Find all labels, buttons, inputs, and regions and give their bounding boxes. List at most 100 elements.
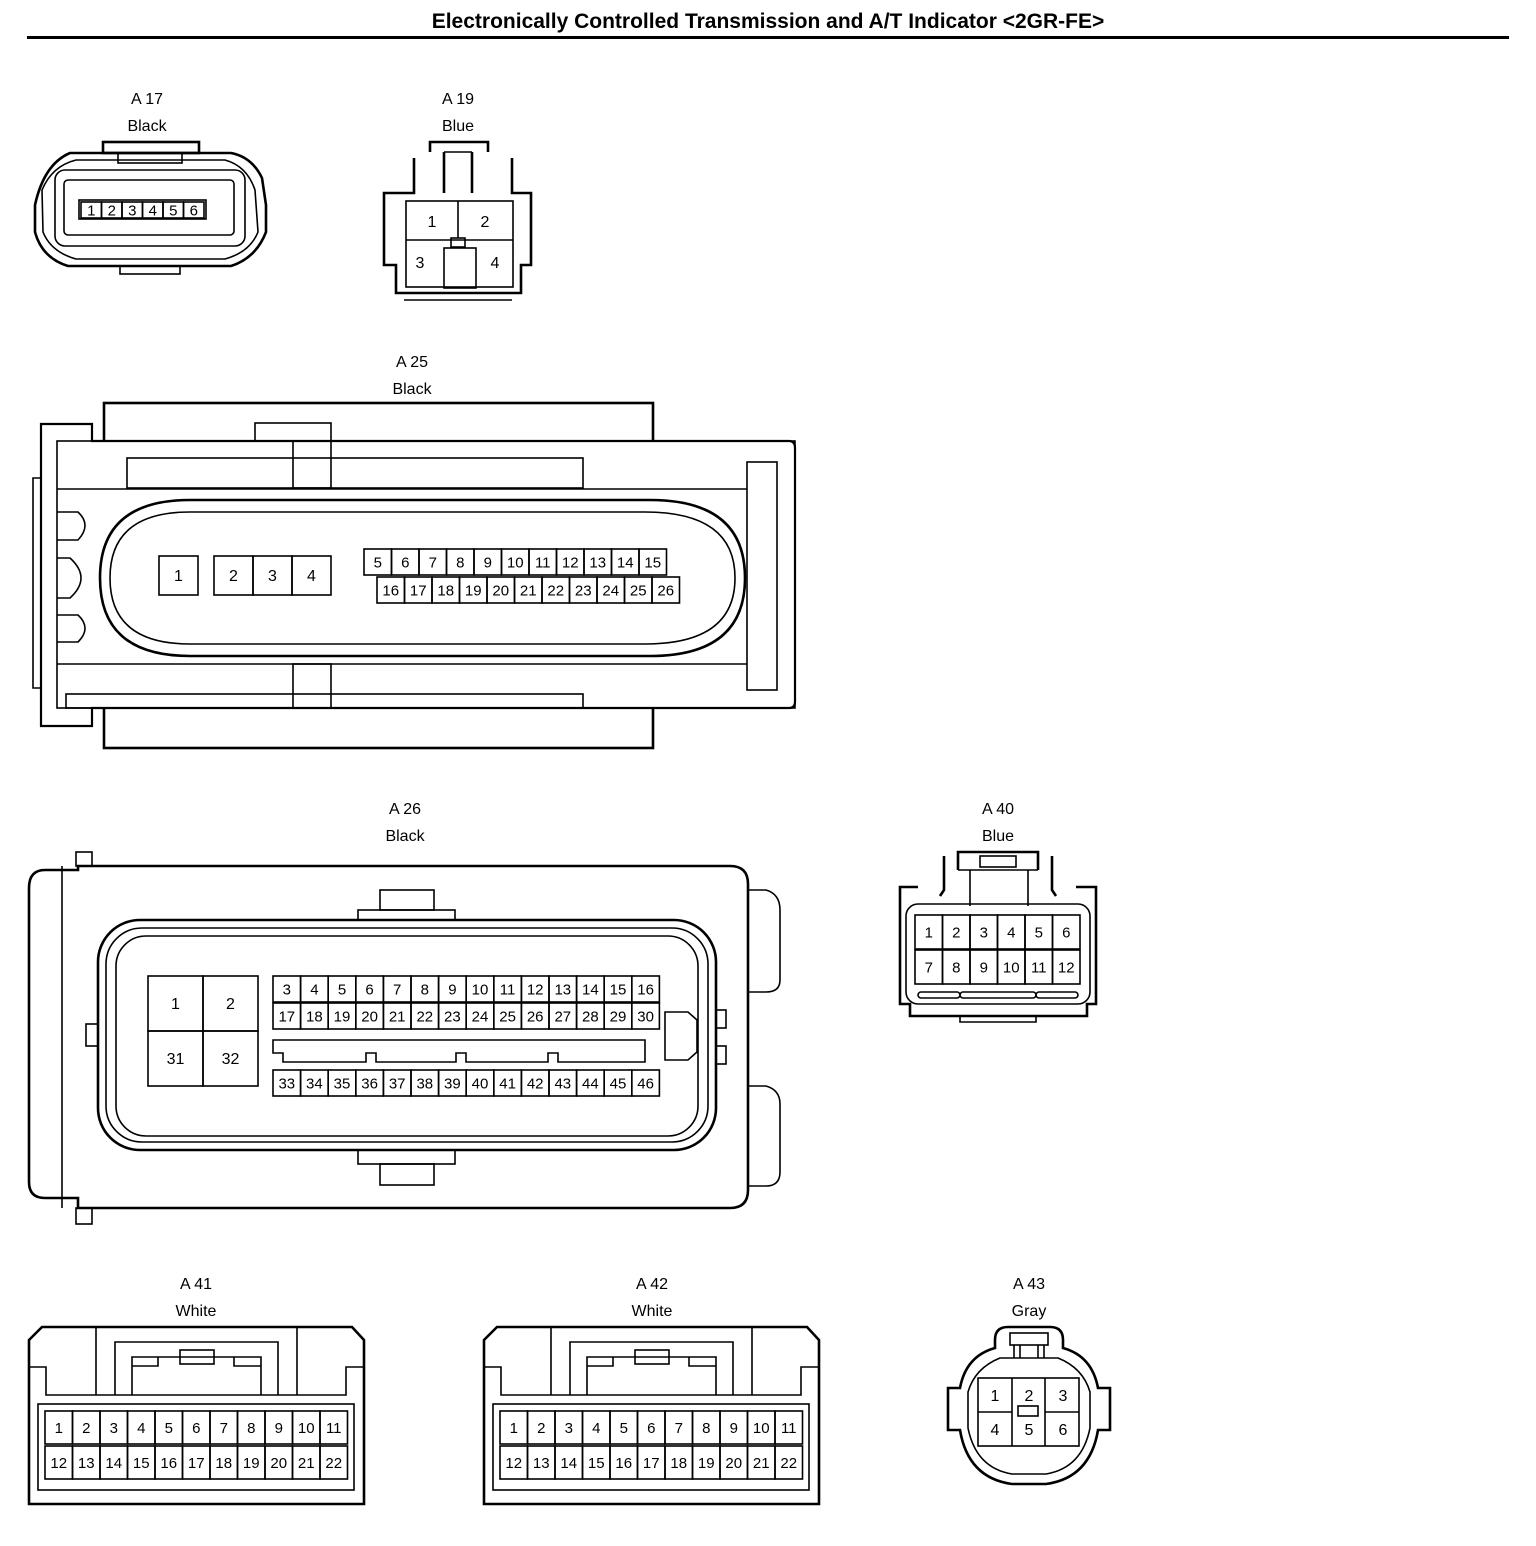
pin-a26-38: 38	[416, 1076, 433, 1093]
pin-a41-15: 15	[133, 1455, 150, 1472]
connector-a26-right-tab-2	[715, 1045, 727, 1065]
pin-a42-19: 19	[698, 1455, 715, 1472]
connector-a43: A 43 Gray 1 2 3 4 5 6	[946, 1276, 1112, 1486]
pin-a25-16: 16	[382, 583, 399, 600]
pin-a25-6: 6	[401, 555, 409, 572]
pin-a25-8: 8	[456, 555, 464, 572]
pin-cell-a17-6	[182, 201, 205, 219]
pin-a42-4: 4	[592, 1420, 600, 1437]
pin-a41-10: 10	[298, 1420, 315, 1437]
pin-cell-a26-16	[630, 975, 661, 1003]
pin-a42-9: 9	[730, 1420, 738, 1437]
pin-cell-a42-22	[774, 1445, 804, 1480]
pin-a42-13: 13	[533, 1455, 550, 1472]
pin-cell-a26-32	[202, 1030, 259, 1087]
pin-a42-3: 3	[565, 1420, 573, 1437]
connector-a25-rail-top	[126, 457, 584, 489]
pin-a26-9: 9	[448, 982, 456, 999]
pin-a25-7: 7	[429, 555, 437, 572]
pin-a26-45: 45	[610, 1076, 627, 1093]
connector-a42-latch	[569, 1341, 734, 1395]
pin-a41-19: 19	[243, 1455, 260, 1472]
connector-a26-pin-area	[96, 918, 718, 1152]
pin-a40-1: 1	[925, 925, 933, 942]
connector-a26-bottom-lock-base	[357, 1149, 456, 1165]
connector-a25-pin-oval-inner	[109, 511, 736, 645]
pin-a41-16: 16	[160, 1455, 177, 1472]
pin-a43-1: 1	[991, 1388, 1000, 1405]
pin-a26-43: 43	[554, 1076, 571, 1093]
pin-a26-14: 14	[582, 982, 599, 999]
pin-a43-5: 5	[1025, 1422, 1034, 1439]
connector-a19-id: A 19	[442, 91, 474, 108]
connector-a40-color: Blue	[982, 828, 1014, 845]
pin-cell-a25-1	[158, 555, 199, 596]
title-rule	[27, 36, 1509, 39]
pin-a26-23: 23	[444, 1009, 461, 1026]
pin-a41-2: 2	[82, 1420, 90, 1437]
connector-a26-pin-area-mid	[105, 927, 709, 1143]
connector-a26-color: Black	[385, 828, 425, 845]
connector-a42-housing	[482, 1325, 821, 1506]
connector-a19-pin-frame	[405, 200, 514, 288]
connector-a40-side-arms	[938, 856, 1058, 897]
connector-a43-latch	[1009, 1332, 1049, 1346]
pin-a25-22: 22	[547, 583, 564, 600]
pin-a26-4: 4	[310, 982, 318, 999]
connector-a25-tab	[254, 422, 332, 442]
connector-a17-latch-lock	[117, 152, 183, 164]
connector-a43-latch-ribs	[1013, 1345, 1045, 1358]
connector-a26-peg-bottom	[75, 1207, 93, 1225]
pin-a25-13: 13	[589, 555, 606, 572]
pin-a41-18: 18	[215, 1455, 232, 1472]
pin-a26-7: 7	[393, 982, 401, 999]
pin-a42-8: 8	[702, 1420, 710, 1437]
pin-a42-22: 22	[780, 1455, 797, 1472]
pin-a26-17: 17	[278, 1009, 295, 1026]
pin-a42-6: 6	[647, 1420, 655, 1437]
pin-a41-5: 5	[165, 1420, 173, 1437]
pin-cell-a40-6	[1051, 914, 1081, 950]
pin-a26-8: 8	[421, 982, 429, 999]
connector-a17-color: Black	[127, 118, 167, 135]
pin-a40-6: 6	[1062, 925, 1070, 942]
pin-a40-2: 2	[952, 925, 960, 942]
connector-a40-foot-3	[1035, 991, 1079, 999]
pin-a19-3: 3	[416, 255, 425, 272]
pin-a26-44: 44	[582, 1076, 599, 1093]
pin-a26-31: 31	[167, 1051, 185, 1068]
pin-a43-6: 6	[1059, 1422, 1068, 1439]
pin-a26-30: 30	[637, 1009, 654, 1026]
pin-a42-5: 5	[620, 1420, 628, 1437]
connector-a42-latch-lock	[634, 1349, 670, 1365]
pin-a42-1: 1	[510, 1420, 518, 1437]
pin-a40-10: 10	[1003, 960, 1020, 977]
pin-cell-a25-4	[291, 555, 332, 596]
pin-a26-22: 22	[416, 1009, 433, 1026]
pin-a26-42: 42	[527, 1076, 544, 1093]
pin-a26-16: 16	[637, 982, 654, 999]
pin-a41-4: 4	[137, 1420, 145, 1437]
connector-a43-color: Gray	[1012, 1303, 1047, 1320]
pin-cell-a41-11	[319, 1410, 349, 1445]
pin-a25-25: 25	[630, 583, 647, 600]
pin-a17-5: 5	[169, 203, 177, 220]
pin-cell-a25-15	[638, 548, 668, 576]
pin-a26-21: 21	[389, 1009, 406, 1026]
pin-a17-6: 6	[190, 203, 198, 220]
connector-a26-side-key	[85, 1023, 99, 1047]
pin-a17-4: 4	[149, 203, 157, 220]
pin-a26-33: 33	[278, 1076, 295, 1093]
pin-a25-19: 19	[465, 583, 482, 600]
pin-a25-1: 1	[174, 568, 183, 585]
pin-a41-13: 13	[78, 1455, 95, 1472]
connector-a26-clip-top	[748, 889, 781, 993]
pin-a41-3: 3	[110, 1420, 118, 1437]
pin-a19-4: 4	[491, 255, 500, 272]
pin-a43-2: 2	[1025, 1388, 1034, 1405]
